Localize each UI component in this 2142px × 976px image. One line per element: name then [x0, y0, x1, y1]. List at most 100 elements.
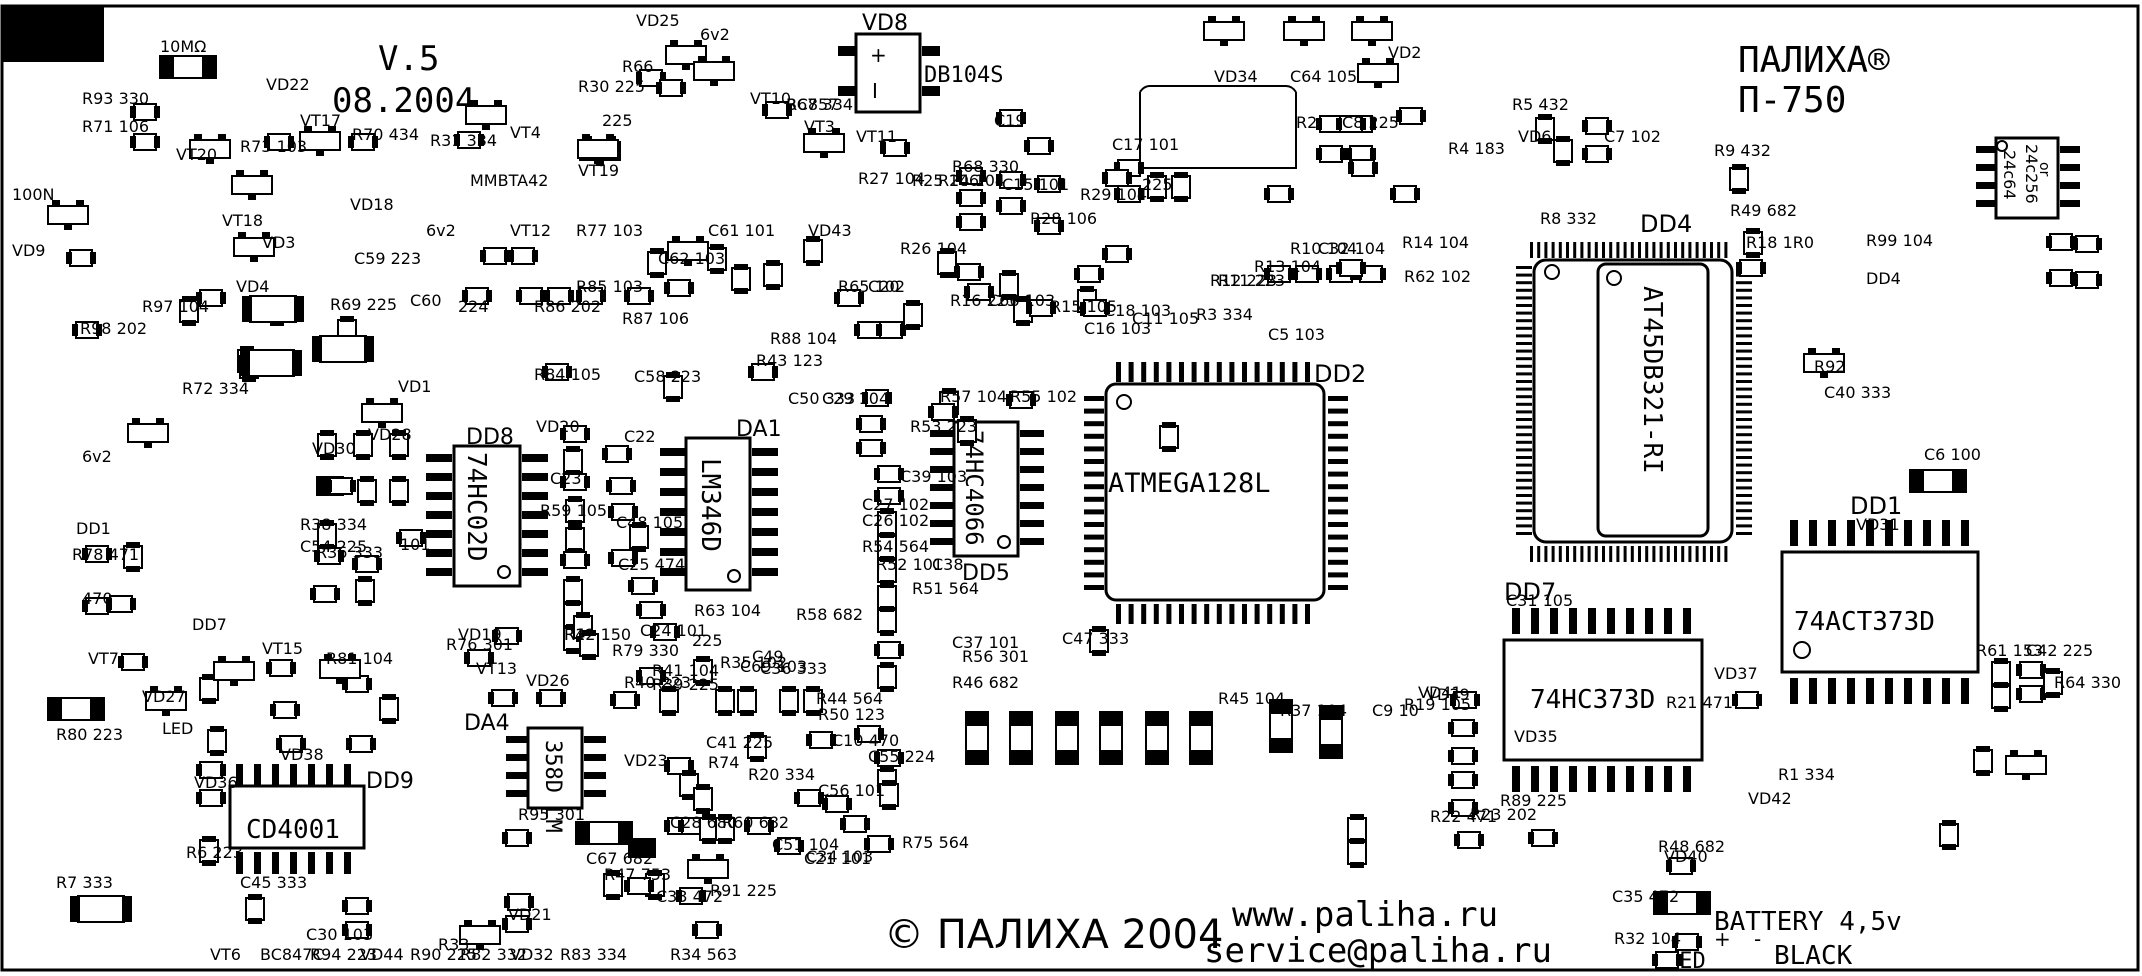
diode-footprint: [1319, 705, 1343, 759]
capacitor-footprint: [903, 300, 923, 330]
component-label: C11 105: [1132, 309, 1199, 328]
component-label: VT18: [222, 211, 263, 230]
component-label: VD39: [1426, 685, 1470, 704]
component-label: R86 202: [534, 297, 601, 316]
transistor-footprint: [145, 686, 187, 716]
component-label: VT15: [262, 639, 303, 658]
component-label: C34 103: [806, 847, 873, 866]
component-label: R26 104: [900, 239, 967, 258]
component-label: VD20: [536, 417, 580, 436]
resistor-footprint: [650, 623, 680, 641]
component-label: C8 225: [1342, 113, 1399, 132]
component-label: R71 106: [82, 117, 149, 136]
resistor-footprint: [1024, 137, 1054, 155]
component-label: BC847C: [260, 945, 324, 964]
transistor-footprint: [803, 128, 845, 158]
resistor-footprint: [480, 247, 510, 265]
component-label: C10 470: [832, 731, 899, 750]
capacitor-footprint: [731, 264, 751, 294]
component-label: VD28: [368, 425, 412, 444]
component-label: VD21: [508, 905, 552, 924]
resistor-footprint: [560, 473, 590, 491]
resistor-footprint: [270, 701, 300, 719]
component-label: VD32: [510, 945, 554, 964]
component-label: C38: [932, 555, 964, 574]
resistor-footprint: [66, 249, 96, 267]
diode-footprint: [159, 55, 217, 79]
resistor-footprint: [748, 363, 778, 381]
transistor-footprint: [319, 654, 361, 684]
component-label: VD1: [398, 377, 431, 396]
component-label: C37 101: [952, 633, 1019, 652]
dd7-ref: DD7: [1504, 578, 1556, 606]
component-label: C9 10: [1372, 701, 1419, 720]
diode-footprint: [1099, 711, 1123, 765]
component-label: BC857: [786, 95, 838, 114]
dd2-ref: DD2: [1314, 360, 1366, 388]
resistor-footprint: [956, 213, 986, 231]
component-label: R34 563: [670, 945, 737, 964]
component-label: R55 102: [1010, 387, 1077, 406]
component-label: R29 104: [1080, 185, 1147, 204]
resistor-footprint: [266, 659, 296, 677]
dd9-ref: DD9: [366, 769, 414, 794]
component-label: R42 150: [564, 625, 631, 644]
resistor-footprint: [326, 477, 356, 495]
capacitor-footprint: [877, 606, 897, 636]
transistor-footprint: [1203, 16, 1245, 46]
resistor-footprint: [1448, 747, 1478, 765]
resistor-footprint: [1034, 175, 1064, 193]
transistor-footprint: [299, 126, 341, 156]
battery-minus: -: [1754, 927, 1761, 951]
resistor-footprint: [1672, 933, 1702, 951]
transistor-footprint: [465, 100, 507, 130]
resistor-footprint: [1102, 245, 1132, 263]
resistor-footprint: [876, 321, 906, 339]
capacitor-footprint: [389, 476, 409, 506]
dd1-ref: DD1: [1850, 492, 1902, 520]
resistor-footprint: [130, 133, 160, 151]
resistor-footprint: [1454, 831, 1484, 849]
email-label: service@paliha.ru: [1204, 931, 1552, 971]
dd9-part: CD4001: [246, 815, 340, 845]
component-label: VT12: [510, 221, 551, 240]
component-label: C33 472: [656, 887, 723, 906]
resistor-footprint: [1264, 185, 1294, 203]
transistor-footprint: [687, 854, 729, 884]
resistor-footprint: [656, 79, 686, 97]
capacitor-footprint: [747, 732, 767, 762]
capacitor-footprint: [199, 674, 219, 704]
da4-part: 358D LM: [540, 740, 565, 833]
transistor-footprint: [665, 40, 707, 70]
component-label: C22: [624, 427, 656, 446]
component-label: R4 183: [1448, 139, 1505, 158]
resistor-footprint: [774, 837, 804, 855]
resistor-footprint: [636, 667, 666, 685]
component-label: VD22: [266, 75, 310, 94]
component-label: VT13: [476, 659, 517, 678]
resistor-footprint: [1528, 829, 1558, 847]
capacitor-footprint: [245, 894, 265, 924]
resistor-footprint: [396, 529, 426, 547]
component-label: R59 105: [540, 501, 607, 520]
resistor-footprint: [628, 577, 658, 595]
component-label: R3 334: [1196, 305, 1253, 324]
resistor-footprint: [348, 133, 378, 151]
resistor-footprint: [488, 689, 518, 707]
corner-block: [2, 6, 104, 62]
diode-footprint: [47, 697, 105, 721]
resistor-footprint: [314, 547, 344, 565]
diode-footprint: [1009, 711, 1033, 765]
component-label: C20: [868, 277, 900, 296]
resistor-footprint: [516, 287, 546, 305]
resistor-footprint: [840, 815, 870, 833]
resistor-footprint: [1102, 169, 1132, 187]
dd1-part: 74ACT373D: [1794, 607, 1935, 637]
chip-dd5: 74HC4066 DD5: [930, 420, 1044, 586]
capacitor-footprint: [1743, 228, 1763, 258]
dd4-ref: DD4: [1640, 210, 1692, 238]
resistor-footprint: [1316, 145, 1346, 163]
resistor-footprint: [964, 283, 994, 301]
eeprom-part3: 24c64: [2000, 150, 2019, 200]
component-label: R66: [622, 57, 653, 76]
